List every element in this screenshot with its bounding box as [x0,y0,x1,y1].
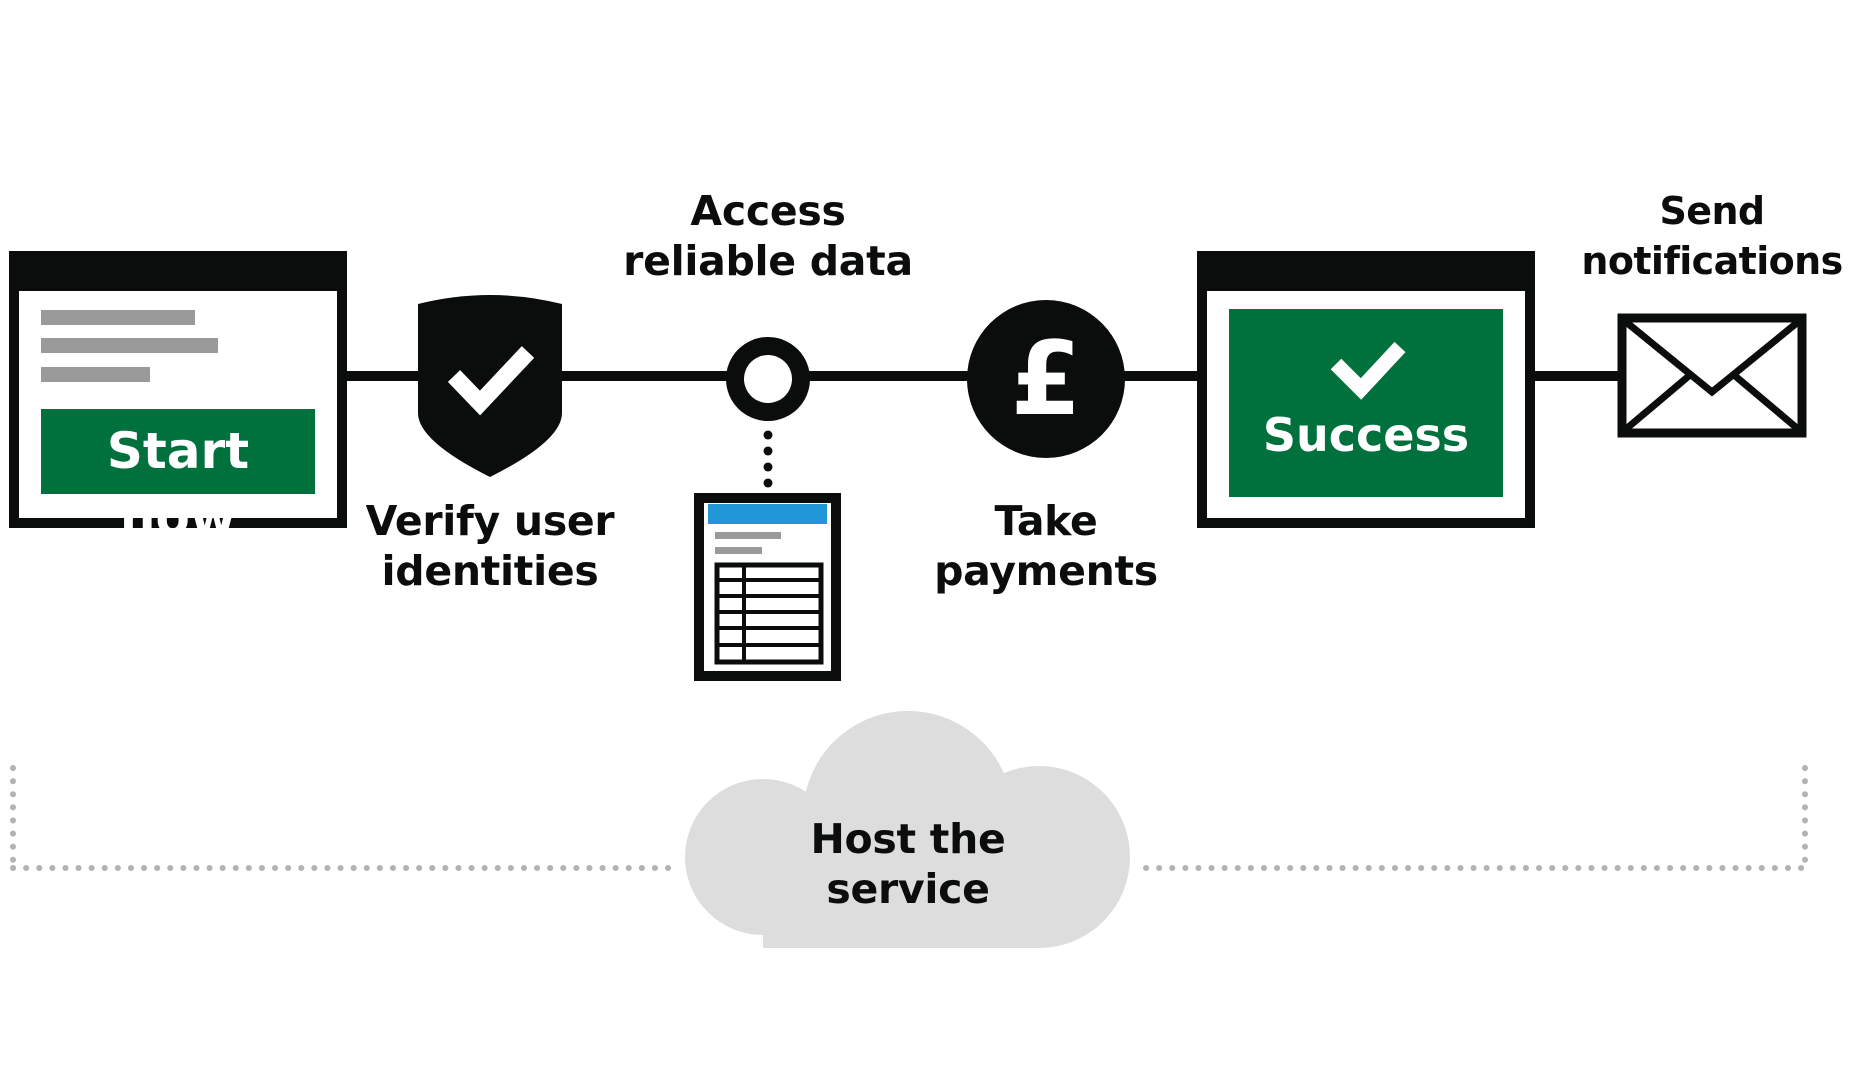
text-placeholder-bar [41,310,195,325]
pound-icon [967,300,1125,458]
dotted-link [763,430,773,488]
payments-label-line2: payments [934,547,1158,595]
data-step [694,337,841,681]
success-window [1197,251,1535,528]
check-icon [447,346,535,416]
text-placeholder-bar [41,367,150,382]
data-label-line1: Access [690,187,846,235]
cloud-icon [685,711,1130,948]
text-placeholder-bar [41,338,218,353]
notify-label-line1: Send [1659,189,1766,233]
verify-label: Verify user identities [340,496,640,596]
verify-label-line2: identities [381,547,599,595]
verify-label-line1: Verify user [365,497,615,545]
data-node-icon [744,355,792,403]
payments-step [967,300,1125,458]
notify-label: Send notifications [1572,186,1852,286]
envelope-icon [1617,313,1807,438]
check-icon [1330,341,1406,400]
success-panel [1229,309,1503,497]
host-label-line1: Host the [810,815,1006,863]
pound-symbol: £ [1010,320,1082,439]
host-label-line2: service [826,865,990,913]
payments-label-line1: Take [994,497,1098,545]
payments-label: Take payments [896,496,1196,596]
verify-step [418,295,562,477]
success-label: Success [1262,408,1470,462]
host-bracket [10,765,1808,871]
start-now-button[interactable] [41,409,315,494]
document-icon [694,493,841,681]
data-label: Access reliable data [603,186,933,286]
start-now-label[interactable]: Start now [106,422,250,546]
start-window [9,251,347,528]
notify-label-line2: notifications [1581,239,1843,283]
data-label-line2: reliable data [623,237,913,285]
host-label: Host the service [758,814,1058,914]
